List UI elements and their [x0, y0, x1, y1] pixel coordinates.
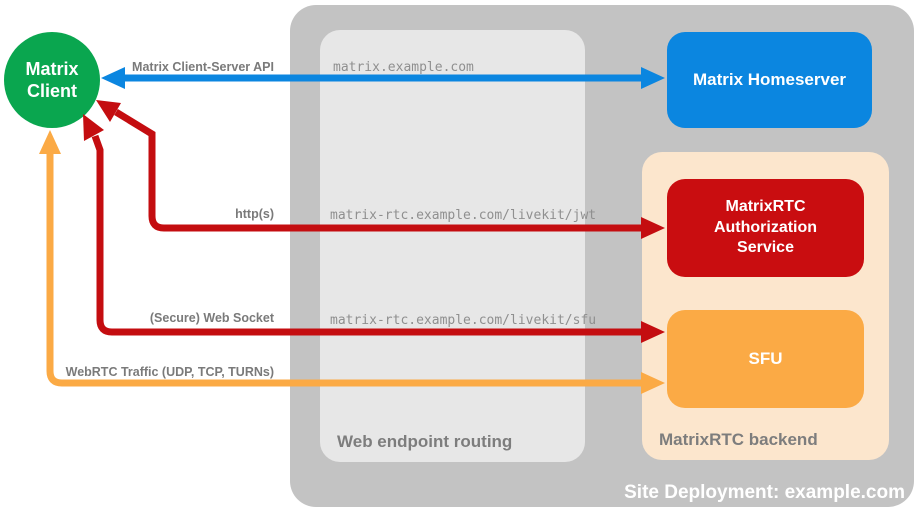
web-endpoint-routing-box: Web endpoint routing [320, 30, 585, 462]
https-label: http(s) [235, 207, 274, 221]
arrowhead-to-client-icon [83, 114, 104, 141]
client-server-api-label: Matrix Client-Server API [132, 60, 274, 74]
matrixrtc-backend-label: MatrixRTC backend [659, 430, 818, 449]
site-deployment-caption: Site Deployment: example.com [624, 482, 905, 503]
matrix-homeserver-node: Matrix Homeserver [667, 32, 872, 128]
arrowhead-to-client-icon [39, 130, 61, 154]
route-livekit-sfu: matrix-rtc.example.com/livekit/sfu [330, 313, 597, 328]
web-socket-label: (Secure) Web Socket [149, 311, 274, 325]
route-matrix-hostname: matrix.example.com [333, 60, 474, 75]
matrixrtc-authorization-service-node: MatrixRTC Authorization Service [667, 179, 864, 277]
webrtc-traffic-label: WebRTC Traffic (UDP, TCP, TURNs) [65, 365, 274, 379]
matrix-client-node: Matrix Client [4, 32, 100, 128]
web-endpoint-routing-label: Web endpoint routing [337, 432, 513, 451]
route-livekit-jwt: matrix-rtc.example.com/livekit/jwt [330, 208, 597, 223]
arrowhead-to-client-icon [96, 100, 121, 122]
sfu-node: SFU [667, 310, 864, 408]
